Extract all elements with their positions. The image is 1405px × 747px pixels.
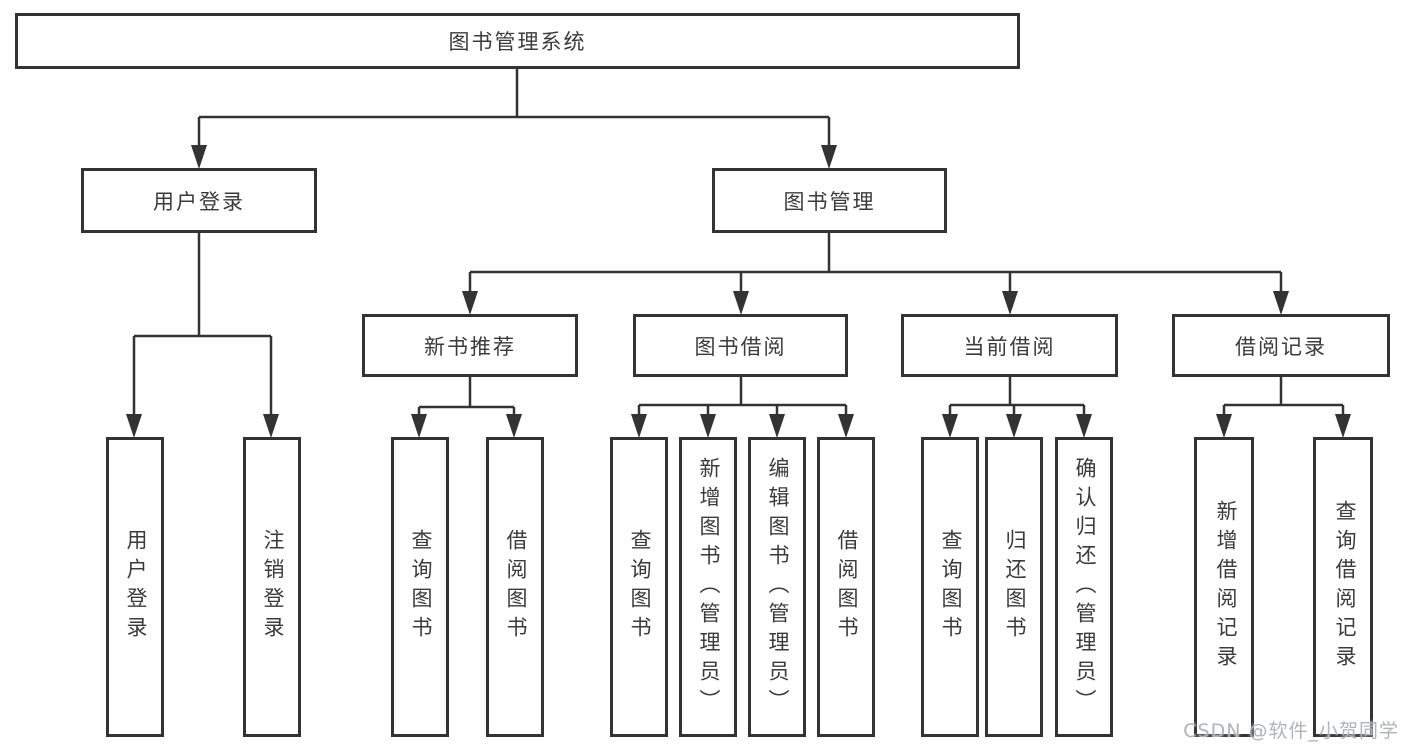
- connector-root-to-level2: [191, 69, 837, 169]
- leaf-borrow-books-rec: 借阅图书: [486, 437, 544, 737]
- leaf-query-books-rec: 查询图书: [391, 437, 449, 737]
- node-root-system-label: 图书管理系统: [448, 30, 587, 54]
- connector-currentborrow-to-leaves: [942, 377, 1092, 438]
- leaf-borrow-books: 借阅图书: [817, 437, 875, 737]
- csdn-watermark: CSDN @软件_小贺同学: [1183, 720, 1399, 742]
- connector-bookmgmt-to-level3: [462, 233, 1289, 315]
- node-current-borrowing: 当前借阅: [901, 314, 1118, 377]
- leaf-add-borrow-record: 新增借阅记录: [1194, 437, 1254, 737]
- node-borrow-records: 借阅记录: [1172, 314, 1390, 377]
- leaf-user-login: 用户登录: [106, 437, 164, 737]
- node-book-borrowing-label: 图书借阅: [694, 334, 787, 359]
- node-new-book-recommend-label: 新书推荐: [424, 334, 516, 359]
- connector-newbookrec-to-leaves: [411, 377, 522, 438]
- node-book-borrowing: 图书借阅: [633, 314, 848, 377]
- connector-borrowrecords-to-leaves: [1216, 377, 1351, 438]
- leaf-query-borrow-record: 查询借阅记录: [1313, 437, 1373, 737]
- connector-bookborrow-to-leaves: [631, 377, 854, 438]
- node-new-book-recommend: 新书推荐: [362, 314, 578, 377]
- node-user-login-label: 用户登录: [153, 189, 245, 214]
- leaf-add-books-admin: 新增图书（管理员）: [679, 437, 737, 737]
- connector-userlogin-to-leaves: [126, 233, 279, 438]
- leaf-query-books-current: 查询图书: [921, 437, 979, 737]
- node-root-system: 图书管理系统: [15, 13, 1020, 69]
- node-current-borrowing-label: 当前借阅: [963, 334, 1056, 359]
- node-borrow-records-label: 借阅记录: [1235, 334, 1327, 359]
- node-book-management: 图书管理: [712, 168, 947, 233]
- leaf-return-books: 归还图书: [985, 437, 1043, 737]
- leaf-confirm-return-admin: 确认归还（管理员）: [1055, 437, 1113, 737]
- node-book-management-label: 图书管理: [783, 189, 876, 214]
- leaf-query-books: 查询图书: [610, 437, 668, 737]
- leaf-logout: 注销登录: [243, 437, 301, 737]
- leaf-edit-books-admin: 编辑图书（管理员）: [748, 437, 806, 737]
- node-user-login: 用户登录: [81, 168, 317, 233]
